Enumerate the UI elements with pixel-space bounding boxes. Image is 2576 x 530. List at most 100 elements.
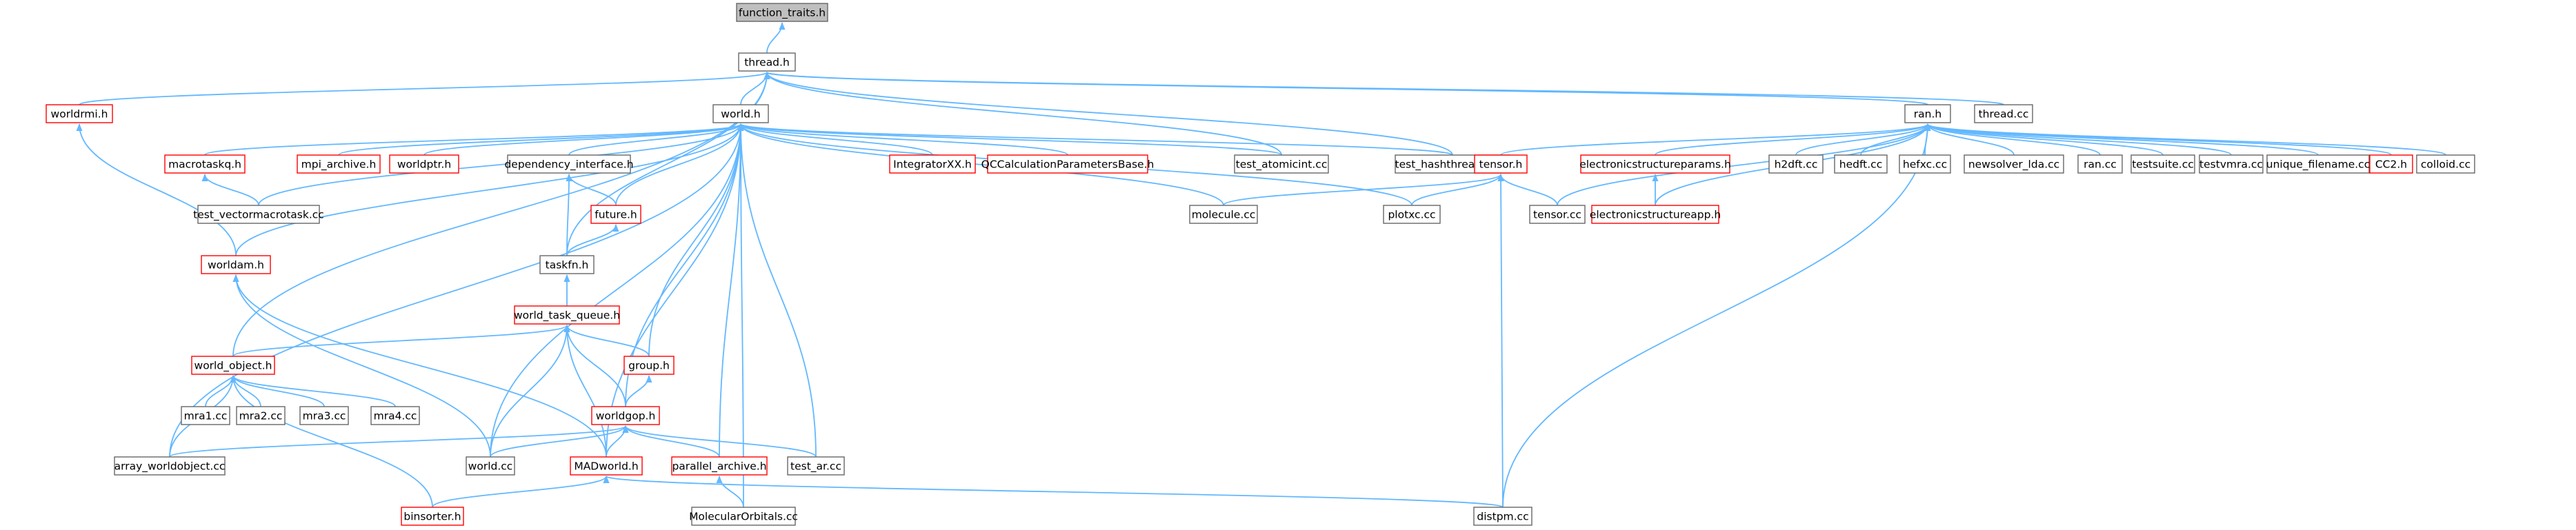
node-box: [236, 406, 286, 425]
node-label: tensor.h: [1479, 159, 1523, 171]
node-world_h[interactable]: world.h: [712, 104, 769, 123]
node-ran_h[interactable]: ran.h: [1904, 104, 1951, 123]
edge-test_atomicint_cc-to-world_h: [737, 123, 1282, 156]
node-label: MADworld.h: [574, 460, 638, 473]
edge-molecularorbitals_cc-to-parallel_archive_h: [716, 476, 744, 508]
node-taskfn_h[interactable]: taskfn.h: [539, 255, 595, 274]
edge-parallel_archive_h-to-world_h: [719, 123, 744, 458]
node-box: [1473, 507, 1532, 526]
node-label: worldptr.h: [397, 159, 451, 171]
node-label: world_object.h: [194, 360, 272, 373]
node-worldam_h[interactable]: worldam.h: [201, 255, 271, 274]
node-test_atomicint_cc[interactable]: test_atomicint.cc: [1234, 154, 1329, 174]
node-tensor_cc[interactable]: tensor.cc: [1529, 205, 1586, 224]
node-label: worldam.h: [208, 259, 264, 272]
node-hefxc_cc[interactable]: hefxc.cc: [1899, 154, 1951, 174]
edge-distpm_cc-to-ran_h: [1502, 123, 1931, 508]
node-hedft_cc[interactable]: hedft.cc: [1834, 154, 1888, 174]
node-esparams_h[interactable]: electronicstructureparams.h: [1579, 154, 1731, 174]
node-label: thread.cc: [1979, 108, 2029, 121]
node-label: macrotaskq.h: [168, 159, 241, 171]
edge-molecule_cc-to-world_h: [737, 123, 1224, 206]
node-mpi_archive_h[interactable]: mpi_archive.h: [297, 154, 381, 174]
node-function_traits_h[interactable]: function_traits.h: [736, 3, 828, 22]
node-colloid_cc[interactable]: colloid.cc: [2416, 154, 2475, 174]
node-dependency_interface_h[interactable]: dependency_interface.h: [504, 154, 634, 174]
node-label: mra2.cc: [239, 410, 283, 422]
node-box: [590, 205, 641, 224]
edge-madworld_h-to-worldam_h: [232, 274, 607, 458]
node-label: test_atomicint.cc: [1236, 159, 1328, 172]
node-mra4_cc[interactable]: mra4.cc: [370, 406, 420, 425]
node-box: [114, 456, 226, 476]
node-worldgop_h[interactable]: worldgop.h: [591, 406, 660, 425]
edge-molecularorbitals_cc-to-world_h: [737, 123, 744, 508]
node-h2dft_cc[interactable]: h2dft.cc: [1768, 154, 1824, 174]
node-box: [466, 456, 515, 476]
edge-integratorxx_h-to-world_h: [737, 123, 933, 156]
node-box: [1580, 154, 1730, 174]
edge-distpm_cc-to-madworld_h: [603, 476, 1504, 508]
node-box: [2266, 154, 2370, 174]
node-molecule_cc[interactable]: molecule.cc: [1189, 205, 1258, 224]
node-unique_filename_cc[interactable]: unique_filename.cc: [2266, 154, 2370, 174]
node-label: ran.cc: [2084, 159, 2117, 171]
node-binsorter_h[interactable]: binsorter.h: [401, 507, 464, 526]
edge-worldptr_h-to-world_h: [423, 123, 744, 156]
edge-esparams_h-to-ran_h: [1655, 123, 1931, 156]
node-label: binsorter.h: [403, 511, 461, 523]
edge-test_ar_cc-to-world_h: [737, 123, 817, 458]
node-array_worldobject_cc[interactable]: array_worldobject.cc: [114, 456, 226, 476]
node-box: [570, 456, 643, 476]
node-test_ar_cc[interactable]: test_ar.cc: [787, 456, 845, 476]
node-label: MolecularOrbitals.cc: [689, 511, 798, 523]
node-cc2_h[interactable]: CC2.h: [2369, 154, 2413, 174]
node-mra3_cc[interactable]: mra3.cc: [299, 406, 349, 425]
node-mra2_cc[interactable]: mra2.cc: [236, 406, 286, 425]
node-madworld_h[interactable]: MADworld.h: [570, 456, 643, 476]
node-molecularorbitals_cc[interactable]: MolecularOrbitals.cc: [689, 507, 798, 526]
node-ran_cc[interactable]: ran.cc: [2077, 154, 2123, 174]
node-thread_cc[interactable]: thread.cc: [1974, 104, 2033, 123]
node-label: hedft.cc: [1839, 159, 1882, 171]
node-group_h[interactable]: group.h: [623, 356, 675, 375]
node-future_h[interactable]: future.h: [590, 205, 641, 224]
node-mra1_cc[interactable]: mra1.cc: [181, 406, 230, 425]
node-label: electronicstructureparams.h: [1579, 159, 1731, 171]
node-plotxc_cc[interactable]: plotxc.cc: [1383, 205, 1441, 224]
node-esapp_h[interactable]: electronicstructureapp.h: [1590, 205, 1721, 224]
edge-world_object_h-to-world_task_queue_h: [232, 325, 570, 357]
node-distpm_cc[interactable]: distpm.cc: [1473, 507, 1532, 526]
node-box: [712, 104, 769, 123]
edge-test_vectormacrotask_cc-to-world_h: [258, 123, 744, 206]
node-box: [736, 3, 828, 22]
node-worldrmi_h[interactable]: worldrmi.h: [46, 104, 113, 123]
edge-test_ar_cc-to-worldgop_h: [622, 425, 817, 458]
node-parallel_archive_h[interactable]: parallel_archive.h: [671, 456, 768, 476]
node-label: group.h: [628, 360, 670, 372]
node-macrotaskq_h[interactable]: macrotaskq.h: [164, 154, 246, 174]
node-box: [1834, 154, 1888, 174]
node-worldptr_h[interactable]: worldptr.h: [389, 154, 459, 174]
node-label: parallel_archive.h: [672, 460, 766, 473]
node-world_task_queue_h[interactable]: world_task_queue.h: [514, 305, 620, 325]
node-testvmra_cc[interactable]: testvmra.cc: [2199, 154, 2264, 174]
node-test_vectormacrotask_cc[interactable]: test_vectormacrotask.cc: [193, 205, 324, 224]
node-testsuite_cc[interactable]: testsuite.cc: [2130, 154, 2195, 174]
node-thread_h[interactable]: thread.h: [738, 52, 796, 72]
node-world_cc[interactable]: world.cc: [466, 456, 515, 476]
node-tensor_h[interactable]: tensor.h: [1474, 154, 1528, 174]
node-integratorxx_h[interactable]: IntegratorXX.h: [889, 154, 976, 174]
node-qccalc_h[interactable]: QCCalculationParametersBase.h: [981, 154, 1155, 174]
node-box: [691, 507, 796, 526]
node-box: [1768, 154, 1824, 174]
node-label: hefxc.cc: [1903, 159, 1947, 171]
node-label: ran.h: [1914, 108, 1941, 121]
node-box: [370, 406, 420, 425]
edge-test_hashthreaded_cc-to-world_h: [738, 123, 1453, 156]
node-newsolver_lda_cc[interactable]: newsolver_lda.cc: [1964, 154, 2064, 174]
node-box: [1899, 154, 1951, 174]
node-world_object_h[interactable]: world_object.h: [191, 356, 275, 375]
edge-worldam_h-to-worldrmi_h: [76, 123, 237, 256]
edge-taskfn_h-to-dependency_interface_h: [566, 174, 572, 256]
